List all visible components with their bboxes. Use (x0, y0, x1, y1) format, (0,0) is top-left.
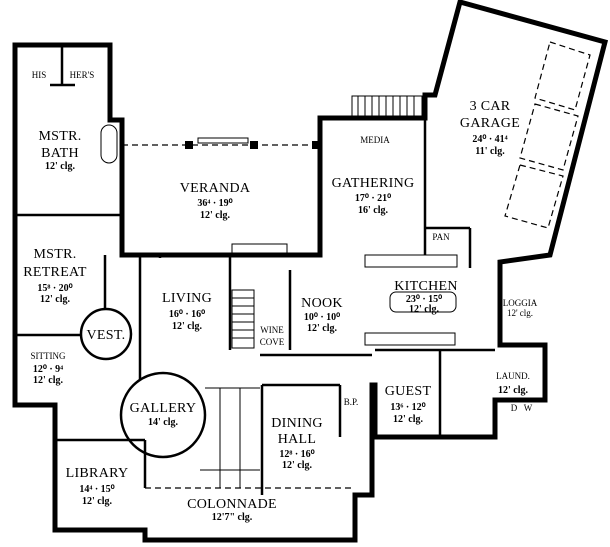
ceiling-sitting: 12' clg. (33, 375, 63, 386)
room-label-mstr-bath: MSTR. (38, 129, 81, 144)
room-label-hers: HER'S (70, 70, 95, 80)
garage-bays (423, 41, 591, 255)
room-label-dining-hall-2: HALL (278, 432, 317, 447)
ceiling-colonnade: 12'7" clg. (212, 512, 253, 523)
ceiling-mstr-bath: 12' clg. (45, 161, 75, 172)
room-label-library: LIBRARY (66, 466, 129, 481)
gallery-wall (119, 371, 207, 459)
size-veranda: 36⁴ · 19⁰ (197, 198, 232, 209)
room-label-sitting: SITTING (31, 351, 66, 361)
kitchen-counter (364, 254, 458, 268)
room-label-loggia: LOGGIA (503, 298, 538, 308)
room-label-colonnade: COLONNADE (187, 497, 277, 512)
ceiling-nook: 12' clg. (307, 323, 337, 334)
size-sitting: 12⁰ · 9⁴ (33, 364, 63, 375)
dryer-label: D (511, 403, 518, 413)
size-mstr-retreat: 15⁸ · 20⁰ (37, 283, 72, 294)
room-label-gathering: GATHERING (332, 176, 415, 191)
size-kitchen: 23⁰ · 15⁰ (406, 294, 442, 305)
size-nook: 10⁰ · 10⁰ (304, 312, 340, 323)
ceiling-guest: 12' clg. (393, 414, 423, 425)
room-label-mstr-bath-2: BATH (41, 146, 79, 161)
ceiling-kitchen: 12' clg. (409, 304, 439, 315)
ceiling-mstr-retreat: 12' clg. (40, 294, 70, 305)
room-label-living: LIVING (162, 291, 212, 306)
ceiling-library: 12' clg. (82, 496, 112, 507)
room-label-nook: NOOK (301, 296, 343, 311)
room-label-dining-hall: DINING (271, 416, 323, 431)
size-dining-hall: 12⁸ · 16⁰ (279, 449, 314, 460)
room-label-laundry: LAUND. (496, 371, 530, 381)
ceiling-dining-hall: 12' clg. (282, 460, 312, 471)
room-label-guest: GUEST (385, 384, 432, 399)
room-label-wine-cove: WINE (260, 325, 284, 335)
interior-walls (15, 45, 502, 495)
veranda-columns (122, 137, 320, 255)
ceiling-veranda: 12' clg. (200, 210, 230, 221)
room-label-media: MEDIA (360, 135, 390, 145)
entry-floor (200, 387, 260, 488)
ceiling-gallery: 14' clg. (148, 417, 178, 428)
media-steps (351, 95, 423, 117)
room-label-gallery: GALLERY (130, 401, 197, 416)
stair (231, 289, 255, 349)
size-library: 14⁴ · 15⁰ (79, 484, 114, 495)
ceiling-loggia: 12' clg. (507, 308, 533, 318)
size-guest: 13⁶ · 12⁰ (390, 402, 425, 413)
kitchen-counter-south (364, 332, 456, 346)
room-label-kitchen: KITCHEN (394, 279, 458, 294)
washer-label: W (524, 403, 533, 413)
room-label-wine-cove-2: COVE (260, 337, 285, 347)
vestibule-wall (79, 307, 133, 361)
ceiling-gathering: 16' clg. (358, 205, 388, 216)
ceiling-garage: 11' clg. (475, 146, 505, 157)
room-label-veranda: VERANDA (180, 181, 251, 196)
size-garage: 24⁰ · 41⁴ (472, 134, 507, 145)
size-living: 16⁰ · 16⁰ (169, 309, 205, 320)
room-label-mstr-retreat-2: RETREAT (23, 265, 87, 280)
exterior-wall (12, 0, 609, 543)
room-label-pantry: PAN (432, 232, 450, 242)
bathtub (100, 124, 118, 164)
size-gathering: 17⁰ · 21⁰ (355, 193, 391, 204)
room-label-bp: B.P. (344, 397, 359, 407)
ceiling-laundry: 12' clg. (498, 385, 528, 396)
room-label-vest: VEST. (87, 328, 126, 343)
ceiling-living: 12' clg. (172, 321, 202, 332)
room-label-his: HIS (32, 70, 47, 80)
room-label-garage-2: GARAGE (460, 116, 520, 131)
room-label-mstr-retreat: MSTR. (33, 247, 76, 262)
kitchen-island (389, 291, 457, 313)
room-label-garage: 3 CAR (470, 99, 511, 114)
